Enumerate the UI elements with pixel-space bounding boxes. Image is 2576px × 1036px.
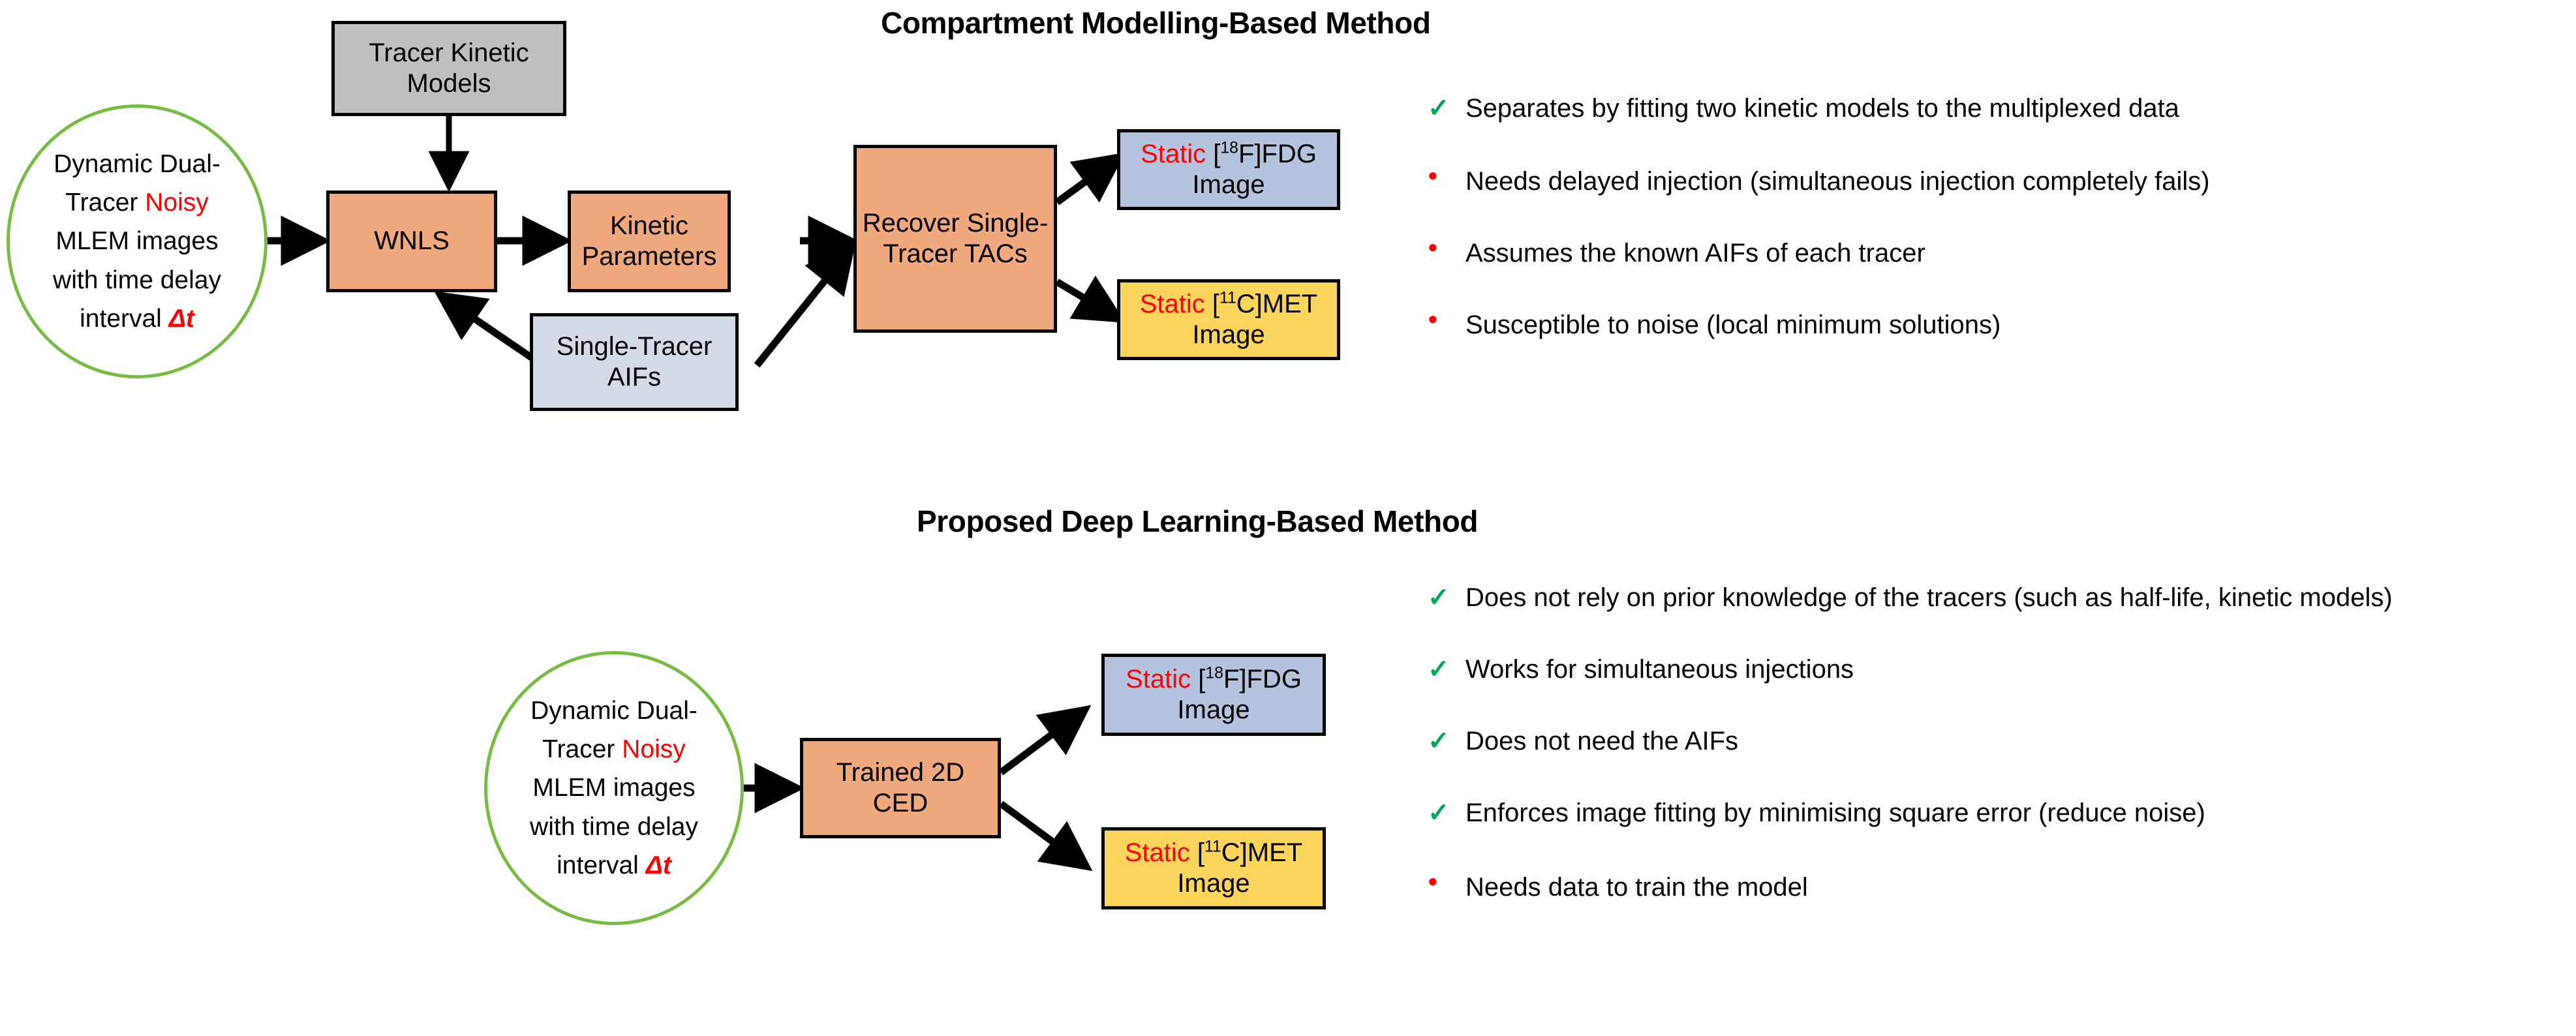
isotope-element: F [1223, 664, 1240, 693]
check-icon: ✓ [1428, 583, 1450, 612]
bullet-text: Enforces image fitting by minimising squ… [1465, 799, 2205, 827]
image-word: Image [1192, 320, 1265, 349]
check-icon: ✓ [1428, 799, 1450, 827]
bullet-text: Needs delayed injection (simultaneous in… [1465, 167, 2210, 196]
edge-recover-to-met [1055, 275, 1126, 323]
bullet-text: Works for simultaneous injections [1465, 655, 1854, 684]
ellipse-line-5-delta-t: Δt [168, 304, 194, 333]
ellipse-line-5-pre: interval [557, 851, 646, 879]
edge-aifs-to-recover [754, 241, 856, 368]
node-label: Kinetic Parameters [581, 211, 717, 271]
node-label: Recover Single-Tracer TACs [862, 208, 1049, 268]
bullet-list-bottom: ✓ Does not rely on prior knowledge of the… [1428, 581, 2550, 904]
ellipse-line-2-pre: Tracer [65, 189, 146, 217]
tracer-name: FDG [1261, 139, 1317, 168]
ellipse-line-1: Dynamic Dual- [54, 149, 221, 178]
edge-trained-ced-to-met [998, 800, 1093, 872]
node-tracer-kinetic-models[interactable]: Tracer Kinetic Models [331, 21, 566, 116]
node-label: Single-Tracer AIFs [556, 331, 713, 391]
ellipse-line-1: Dynamic Dual- [530, 696, 698, 725]
ellipse-line-4: with time delay [53, 266, 221, 294]
bullet-item: ✓ Does not need the AIFs [1428, 724, 2550, 758]
bullet-item: ● Needs delayed injection (simultaneous i… [1428, 164, 2550, 198]
bullet-list-top: ✓ Separates by fitting two kinetic models… [1428, 91, 2550, 342]
node-static-fdg-image-bottom[interactable]: Static [18F]FDG Image [1101, 654, 1326, 736]
bullet-text: Assumes the known AIFs of each tracer [1465, 239, 1925, 267]
isotope-number: 18 [1205, 664, 1223, 682]
input-ellipse-top[interactable]: Dynamic Dual- Tracer Noisy MLEM images w… [7, 104, 268, 378]
isotope-element: F [1238, 139, 1255, 168]
node-kinetic-parameters[interactable]: Kinetic Parameters [568, 190, 731, 292]
edge-aifs-to-wnls [434, 291, 545, 369]
node-static-fdg-image-top[interactable]: Static [18F]FDG Image [1117, 129, 1340, 210]
bullet-text: Does not rely on prior knowledge of the … [1465, 583, 2393, 612]
node-label: Tracer Kinetic Models [369, 38, 529, 98]
edge-trained-ced-to-fdg [998, 705, 1092, 776]
bullet-item: ✓ Works for simultaneous injections [1428, 652, 2550, 686]
node-label: Static [18F]FDG Image [1126, 664, 1302, 724]
isotope-element: C [1221, 838, 1240, 867]
image-word: Image [1192, 170, 1265, 199]
check-icon: ✓ [1428, 655, 1450, 684]
red-dot-icon: ● [1428, 309, 1438, 328]
red-dot-icon: ● [1428, 237, 1438, 256]
node-label: Static [18F]FDG Image [1141, 139, 1317, 199]
input-ellipse-bottom[interactable]: Dynamic Dual- Tracer Noisy MLEM images w… [484, 651, 744, 925]
node-static-met-image-bottom[interactable]: Static [11C]MET Image [1101, 827, 1326, 909]
bullet-text: Does not need the AIFs [1465, 727, 1739, 755]
ellipse-line-4: with time delay [530, 812, 698, 841]
section-title-compartment: Compartment Modelling-Based Method [881, 6, 1431, 40]
bullet-item: ● Assumes the known AIFs of each tracer [1428, 236, 2550, 270]
static-keyword: Static [1141, 139, 1206, 168]
ellipse-line-2-noisy: Noisy [145, 189, 209, 217]
check-icon: ✓ [1428, 94, 1450, 123]
static-keyword: Static [1126, 664, 1191, 693]
red-dot-icon: ● [1428, 871, 1438, 891]
node-label: Trained 2D CED [836, 757, 965, 817]
bullet-text: Susceptible to noise (local minimum solu… [1465, 311, 2001, 339]
bullet-item: ✓ Does not rely on prior knowledge of the… [1428, 581, 2550, 615]
node-label: Static [11C]MET Image [1124, 838, 1303, 898]
ellipse-line-3: MLEM images [55, 227, 219, 256]
image-word: Image [1177, 869, 1250, 898]
static-keyword: Static [1124, 838, 1190, 867]
bullet-item: ✓ Separates by fitting two kinetic models… [1428, 91, 2550, 125]
red-dot-icon: ● [1428, 165, 1438, 185]
check-icon: ✓ [1428, 727, 1450, 755]
ellipse-line-5-pre: interval [80, 304, 169, 333]
bullet-text: Needs data to train the model [1465, 873, 1808, 902]
node-single-tracer-aifs[interactable]: Single-Tracer AIFs [530, 313, 739, 411]
ellipse-line-3: MLEM images [532, 774, 696, 802]
static-keyword: Static [1139, 289, 1205, 318]
ellipse-line-2-noisy: Noisy [622, 735, 686, 764]
isotope-number: 11 [1204, 838, 1221, 856]
node-label: Static [11C]MET Image [1139, 289, 1318, 349]
tracer-name: FDG [1246, 664, 1302, 693]
bullet-item: ● Needs data to train the model [1428, 870, 2550, 904]
bullet-item: ● Susceptible to noise (local minimum sol… [1428, 308, 2550, 342]
edge-recover-to-fdg [1054, 152, 1126, 206]
tracer-name: MET [1262, 289, 1318, 318]
tracer-name: MET [1247, 838, 1303, 867]
section-title-deep-learning: Proposed Deep Learning-Based Method [917, 504, 1479, 538]
node-static-met-image-top[interactable]: Static [11C]MET Image [1117, 279, 1340, 360]
bullet-item: ✓ Enforces image fitting by minimising sq… [1428, 796, 2550, 830]
node-label: WNLS [374, 226, 450, 256]
isotope-element: C [1236, 289, 1255, 318]
node-recover-single-tracer-tacs[interactable]: Recover Single-Tracer TACs [853, 145, 1057, 333]
bullet-text: Separates by fitting two kinetic models … [1465, 94, 2179, 123]
node-wnls[interactable]: WNLS [326, 190, 497, 292]
ellipse-line-2-pre: Tracer [542, 735, 622, 764]
isotope-number: 18 [1220, 139, 1238, 157]
input-ellipse-bottom-label: Dynamic Dual- Tracer Noisy MLEM images w… [515, 692, 713, 885]
image-word: Image [1177, 695, 1250, 724]
isotope-number: 11 [1219, 289, 1236, 307]
node-trained-2d-ced[interactable]: Trained 2D CED [800, 738, 1001, 838]
input-ellipse-top-label: Dynamic Dual- Tracer Noisy MLEM images w… [38, 145, 236, 338]
ellipse-line-5-delta-t: Δt [645, 851, 671, 879]
